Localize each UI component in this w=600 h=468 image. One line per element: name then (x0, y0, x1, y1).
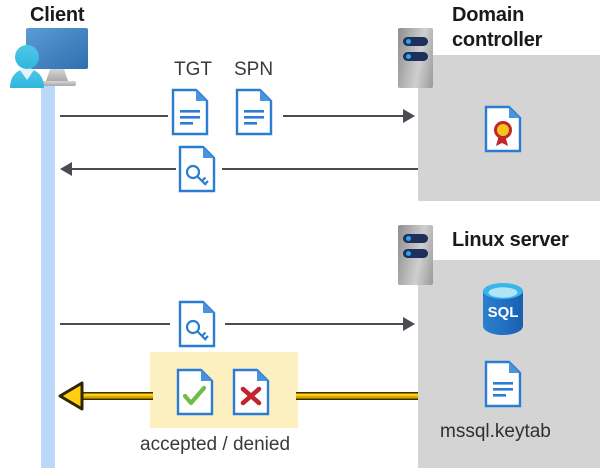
accepted-denied-highlight (150, 352, 298, 428)
arrow-head-left-client (60, 162, 72, 176)
document-icon (484, 360, 522, 408)
gold-flow-line-right (296, 392, 418, 400)
keytab-label: mssql.keytab (440, 421, 551, 442)
flow-line-ticket-left (71, 168, 176, 170)
document-icon (235, 88, 273, 136)
key-document-icon (178, 300, 216, 348)
arrow-head-right-linux (403, 317, 415, 331)
cross-document-icon (232, 368, 270, 416)
gold-flow-line-left (78, 392, 153, 400)
flow-line-request-right (225, 323, 403, 325)
linux-server-title: Linux server (452, 229, 569, 251)
flow-line-tgt-left (60, 115, 168, 117)
client-lifeline (41, 85, 55, 468)
server-rack-icon (398, 225, 433, 285)
user-computer-icon (6, 26, 96, 90)
flow-line-ticket-right (222, 168, 418, 170)
gold-arrow-head-icon (58, 381, 84, 411)
arrow-head-right-dc (403, 109, 415, 123)
key-document-icon (178, 145, 216, 193)
domain-controller-title-line1: Domain (452, 4, 525, 26)
domain-controller-title: Domain controller (452, 3, 597, 53)
client-title: Client (30, 4, 85, 26)
accepted-denied-label: accepted / denied (140, 434, 291, 455)
check-document-icon (176, 368, 214, 416)
certificate-document-icon (484, 105, 522, 153)
domain-controller-title-line2: controller (452, 29, 543, 51)
sql-database-icon: SQL (478, 281, 528, 339)
flow-line-tgt-right (283, 115, 403, 117)
spn-label: SPN (234, 59, 274, 80)
server-rack-icon (398, 28, 433, 88)
document-icon (171, 88, 209, 136)
tgt-label: TGT (174, 59, 212, 80)
flow-line-request-left (60, 323, 170, 325)
sql-label: SQL (488, 304, 519, 321)
